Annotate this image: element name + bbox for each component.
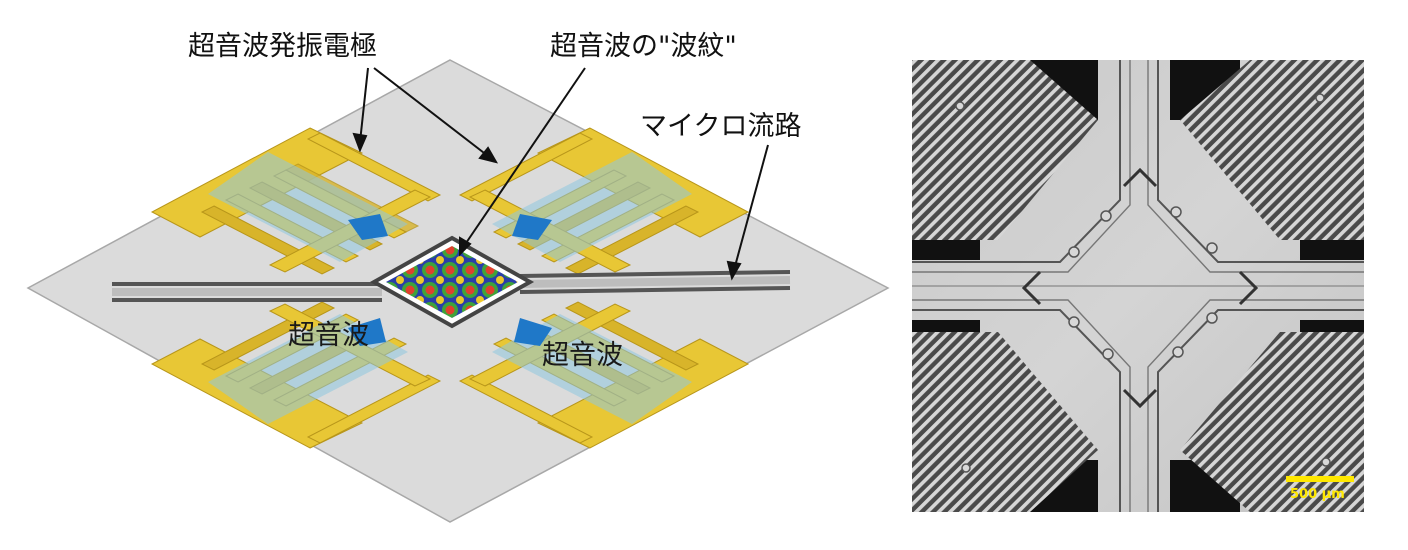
label-ripple: 超音波の"波紋" — [550, 31, 737, 62]
arrow-upper-right — [512, 214, 552, 240]
electrode-lower-left — [150, 301, 442, 449]
ripple-pattern — [386, 246, 518, 318]
comb-lower-left — [912, 332, 1098, 512]
electrode-lower-right — [458, 301, 750, 449]
direction-chevrons — [1021, 167, 1259, 409]
micrograph — [912, 60, 1364, 512]
arrow-lower-left — [348, 318, 386, 346]
scale-bar — [1286, 476, 1354, 482]
label-pointers — [352, 67, 769, 281]
device-schematic — [26, 59, 890, 523]
arrow-lower-right — [514, 318, 552, 346]
micro-channel — [112, 235, 791, 329]
micro-channel-cross — [912, 60, 1364, 512]
electrode-upper-left — [150, 127, 442, 275]
electrode-upper-right — [458, 127, 750, 275]
label-wave-left: 超音波 — [288, 320, 369, 351]
markers — [955, 93, 1331, 473]
comb-lower-right — [1180, 332, 1364, 512]
comb-upper-right — [1180, 60, 1364, 240]
arrow-upper-left — [348, 214, 388, 240]
scale-bar-label: 500 μm — [1290, 487, 1345, 502]
label-wave-right: 超音波 — [542, 340, 623, 371]
label-channel: マイクロ流路 — [640, 111, 802, 142]
label-electrodes: 超音波発振電極 — [188, 31, 377, 62]
